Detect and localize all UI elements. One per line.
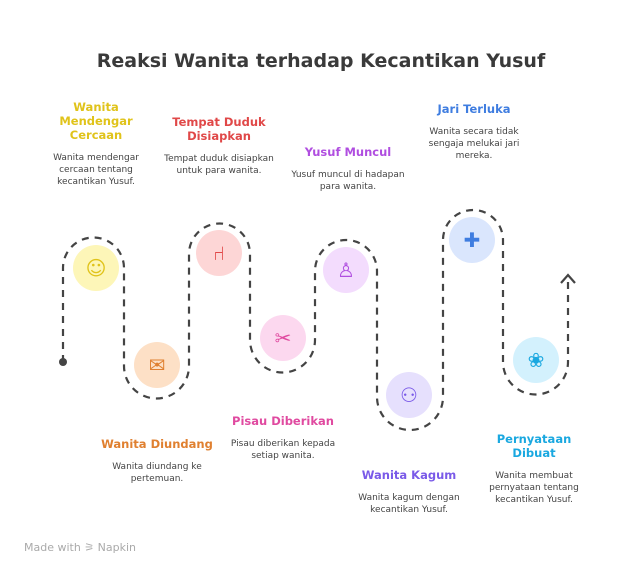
step-title: Pernyataan Dibuat <box>496 432 572 460</box>
step-description: Tempat duduk disiapkan untuk para wanita… <box>164 154 274 176</box>
envelope-invite-icon: ✉ <box>134 342 180 388</box>
bandage-icon: ✚ <box>449 217 495 263</box>
group-icon: ⚇ <box>386 372 432 418</box>
step-description: Wanita mendengar cercaan tentang kecanti… <box>53 153 139 187</box>
diagram-title: Reaksi Wanita terhadap Kecantikan Yusuf <box>96 50 546 72</box>
step-title: Yusuf Muncul <box>304 145 392 159</box>
step-title: Wanita Diundang <box>101 437 213 451</box>
person-sitting-icon: ♙ <box>323 247 369 293</box>
person-chat-icon: ☺ <box>73 245 119 291</box>
step-title: Pisau Diberikan <box>232 414 334 428</box>
knife-icon: ✂ <box>260 315 306 361</box>
step-description: Yusuf muncul di hadapan para wanita. <box>291 170 405 192</box>
step-description: Wanita secara tidak sengaja melukai jari… <box>428 127 520 161</box>
step-title: Wanita Mendengar Cercaan <box>59 100 133 142</box>
footer-watermark: Made with ⚞ Napkin <box>24 541 137 554</box>
step-description: Pisau diberikan kepada setiap wanita. <box>230 439 336 461</box>
step-description: Wanita kagum dengan kecantikan Yusuf. <box>358 493 460 515</box>
start-dot <box>59 358 67 366</box>
step-description: Wanita membuat pernyataan tentang kecant… <box>489 471 579 505</box>
seat-icon: ⑁ <box>196 230 242 276</box>
flower-icon: ❀ <box>513 337 559 383</box>
step-title: Jari Terluka <box>437 102 511 116</box>
step-description: Wanita diundang ke pertemuan. <box>112 462 202 484</box>
step-title: Tempat Duduk Disiapkan <box>172 115 266 143</box>
step-title: Wanita Kagum <box>361 468 457 482</box>
end-arrow-icon <box>560 273 576 284</box>
